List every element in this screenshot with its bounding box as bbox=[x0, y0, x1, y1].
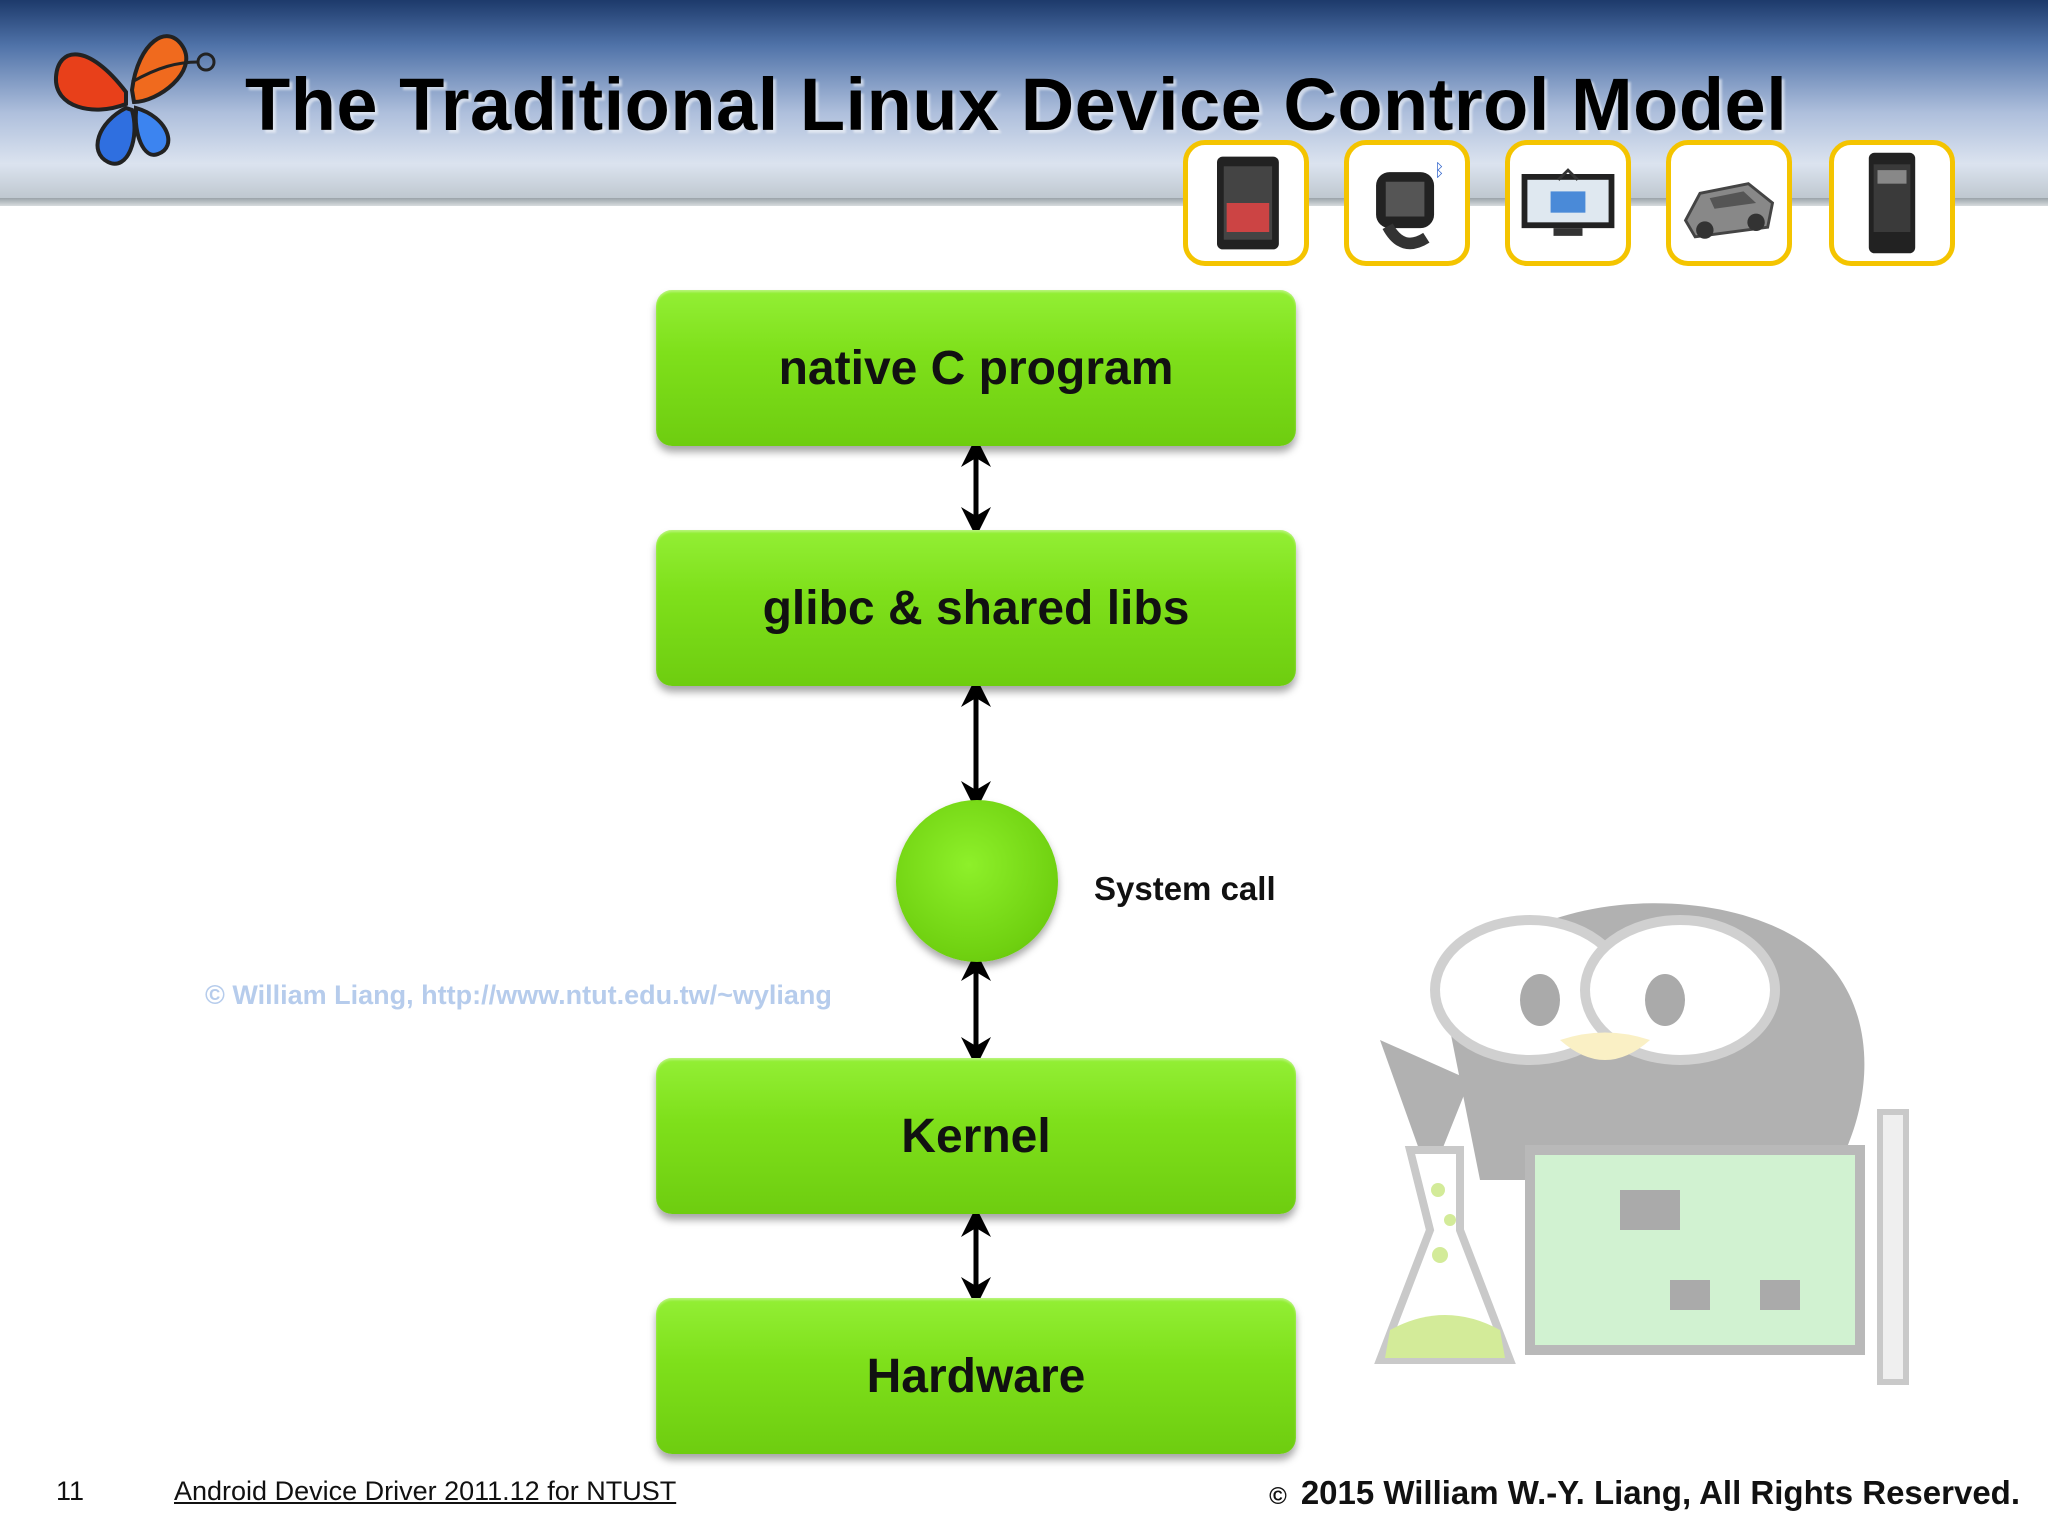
tv-icon bbox=[1505, 140, 1631, 266]
smartphone-icon bbox=[1829, 140, 1955, 266]
copyright-symbol: © bbox=[1269, 1483, 1287, 1510]
smartwatch-icon: ᛒ bbox=[1344, 140, 1470, 266]
copyright-text: 2015 William W.-Y. Liang, All Rights Res… bbox=[1300, 1474, 2020, 1511]
header-divider bbox=[0, 198, 2048, 206]
tablet-icon bbox=[1183, 140, 1309, 266]
layer-kernel: Kernel bbox=[656, 1058, 1296, 1214]
layer-glibc: glibc & shared libs bbox=[656, 530, 1296, 686]
layer-native-program: native C program bbox=[656, 290, 1296, 446]
layer-hardware: Hardware bbox=[656, 1298, 1296, 1454]
course-title: Android Device Driver 2011.12 for NTUST bbox=[174, 1476, 677, 1506]
car-icon bbox=[1666, 140, 1792, 266]
page-number: 11 bbox=[56, 1476, 85, 1506]
system-call-label: System call bbox=[1094, 870, 1276, 907]
butterfly-logo-icon bbox=[53, 34, 216, 166]
slide-title: The Traditional Linux Device Control Mod… bbox=[245, 63, 1788, 146]
watermark-text: © William Liang, http://www.ntut.edu.tw/… bbox=[205, 980, 832, 1010]
system-call-node bbox=[896, 800, 1058, 962]
svg-text:ᛒ: ᛒ bbox=[1434, 161, 1444, 181]
penguin-mascot-icon bbox=[1374, 903, 1909, 1385]
copyright-notice: © 2015 William W.-Y. Liang, All Rights Re… bbox=[1269, 1474, 2020, 1512]
